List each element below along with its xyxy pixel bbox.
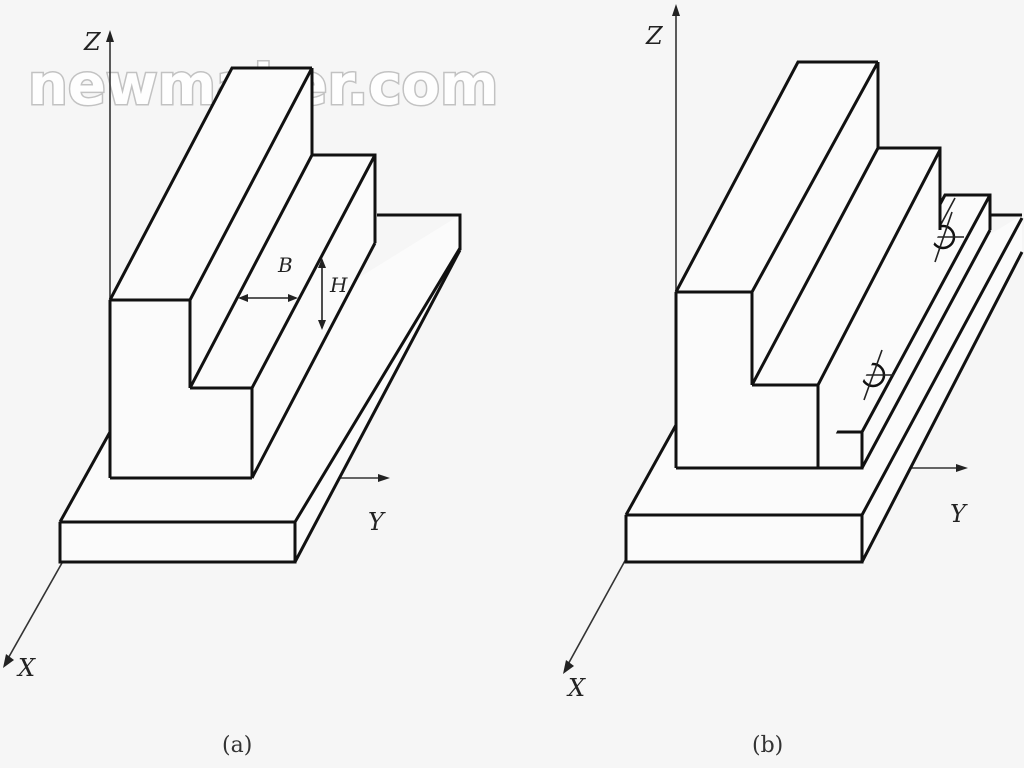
y-axis-arrow-a bbox=[378, 474, 390, 482]
x-axis-arrow-b bbox=[563, 660, 574, 674]
step-block-a bbox=[108, 66, 377, 480]
panel-b: Z Y X (b) bbox=[563, 4, 1024, 758]
z-axis-arrow-a bbox=[106, 30, 114, 42]
caption-b: (b) bbox=[752, 733, 783, 758]
panel-a: B H Z Y X (a) bbox=[3, 28, 462, 758]
z-axis-label-a: Z bbox=[83, 28, 102, 56]
fixture-rail-b bbox=[816, 193, 992, 470]
x-axis-label-b: X bbox=[566, 674, 586, 702]
dimension-h-a: H bbox=[318, 258, 348, 330]
y-axis-arrow-b bbox=[956, 464, 968, 472]
dimension-b-label: B bbox=[277, 253, 293, 277]
y-axis-label-b: Y bbox=[950, 500, 968, 528]
step-block-b bbox=[674, 60, 942, 470]
caption-a: (a) bbox=[222, 733, 252, 758]
y-axis-label-a: Y bbox=[368, 508, 386, 536]
z-axis-label-b: Z bbox=[645, 22, 664, 50]
x-axis-label-a: X bbox=[16, 654, 36, 682]
z-axis-arrow-b bbox=[672, 4, 680, 16]
dimension-b-a: B bbox=[238, 253, 298, 302]
dimension-h-label: H bbox=[329, 273, 348, 297]
x-axis-arrow-a bbox=[3, 654, 14, 668]
